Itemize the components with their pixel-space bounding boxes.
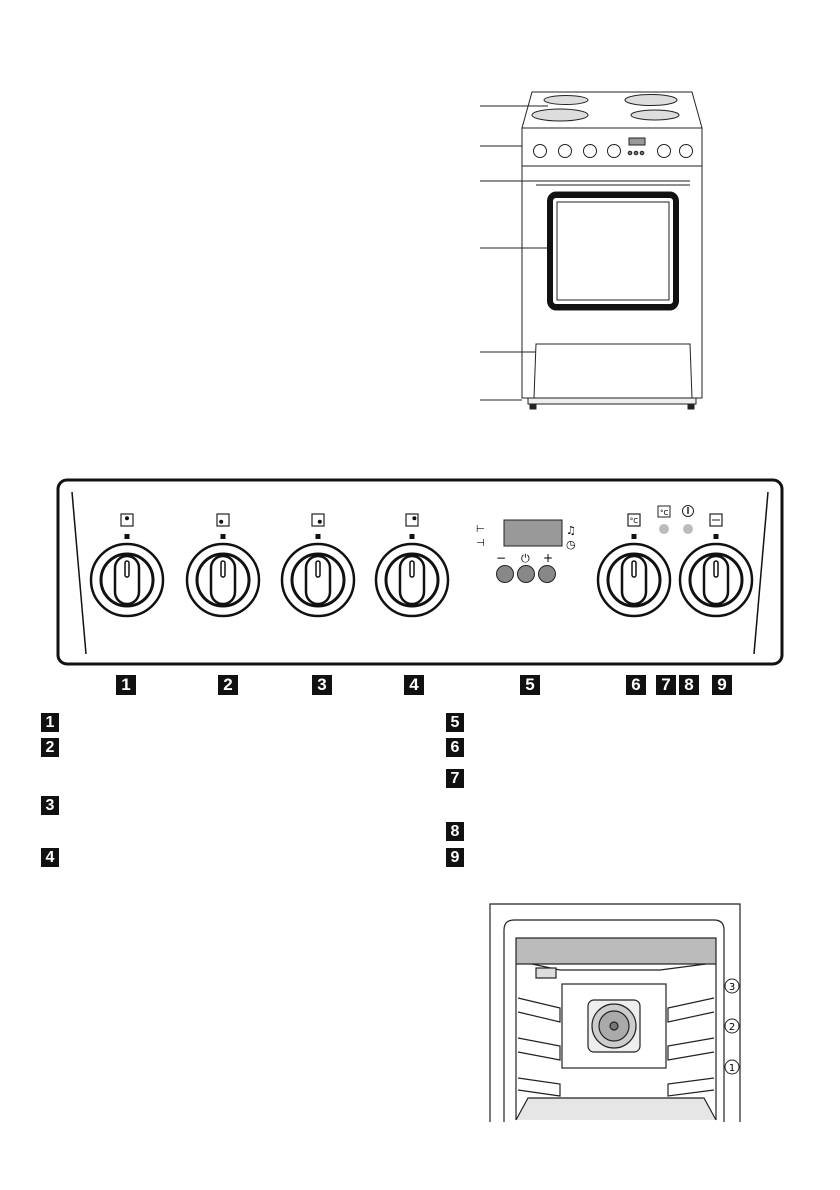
panel-label-2: 2: [218, 675, 238, 695]
knob-marker: [631, 534, 637, 539]
panel-label-3: 3: [312, 675, 332, 695]
power-lamp: [683, 524, 693, 534]
timer-duration-icon: ⊢: [476, 524, 485, 535]
hob-zone-4-knob-pointer: [409, 560, 415, 578]
panel-label-7: 7: [656, 675, 676, 695]
control-strip: [521, 127, 703, 167]
cooker-front-view: [480, 91, 703, 410]
shelf-level-1-marker: [724, 1059, 740, 1075]
svg-text:°C: °C: [660, 509, 669, 517]
panel-label-6: 6: [626, 675, 646, 695]
legend-left-4: 4: [41, 848, 59, 867]
panel-label-1: 1: [116, 675, 136, 695]
legend-right-6: 6: [446, 738, 464, 757]
clock-icon: ◷: [566, 538, 576, 551]
shelf-level-3-marker: [724, 978, 740, 994]
control-panel: °C ⊢ ⊣ ♫ ◷ − ⏻ + °C: [56, 478, 784, 666]
shelf-level-2-label: 2: [729, 1022, 735, 1033]
oven-function-knob-pointer: [713, 560, 719, 578]
timer-plus-button[interactable]: [538, 565, 556, 583]
hob-zone-1-knob-pointer: [124, 560, 130, 578]
knob-marker: [315, 534, 321, 539]
hob-zone-3-icon: [311, 513, 325, 527]
shelf-level-1-label: 1: [729, 1063, 735, 1074]
panel-label-9: 9: [712, 675, 732, 695]
knob-marker: [124, 534, 130, 539]
timer-clock-button[interactable]: [517, 565, 535, 583]
thermostat-indicator-icon: [657, 505, 671, 518]
oven-interior-view: 3 2 1: [489, 903, 741, 1122]
thermostat-knob-grip: [620, 554, 648, 606]
thermostat-lamp: [659, 524, 669, 534]
timer-clock-label: ⏻: [521, 552, 530, 565]
hob-zone-1-knob-grip: [113, 554, 141, 606]
legend-left-1: 1: [41, 713, 59, 732]
hob-zone-4-icon-dot: [412, 516, 417, 521]
knob-marker: [713, 534, 719, 539]
alarm-bell-icon: ♫: [566, 524, 576, 537]
timer-minus-button[interactable]: [496, 565, 514, 583]
hob-zone-2-knob-pointer: [220, 560, 226, 578]
thermostat-knob-pointer: [631, 560, 637, 578]
shelf-level-3-label: 3: [729, 982, 735, 993]
hob-zone-2-knob-grip: [209, 554, 237, 606]
hob-plate: [531, 108, 589, 122]
drawer: [533, 343, 693, 399]
oven-function-knob-grip: [702, 554, 730, 606]
thermostat-icon: [627, 513, 641, 527]
timer-plus-label: +: [543, 551, 553, 565]
hob-plate: [624, 94, 678, 106]
panel-label-5: 5: [520, 675, 540, 695]
hob-plate: [630, 109, 680, 121]
hob-zone-1-icon-dot: [125, 516, 129, 521]
knob-marker: [409, 534, 415, 539]
legend-right-7: 7: [446, 769, 464, 788]
legend-right-9: 9: [446, 848, 464, 867]
hob-zone-3-knob-pointer: [315, 560, 321, 578]
hob-zone-4-knob-grip: [398, 554, 426, 606]
hob-zone-3-knob-grip: [304, 554, 332, 606]
panel-label-4: 4: [404, 675, 424, 695]
oven-outer-frame: [489, 903, 741, 1122]
panel-label-8: 8: [679, 675, 699, 695]
timer-end-icon: ⊣: [476, 538, 485, 549]
knob-marker: [220, 534, 226, 539]
legend-right-8: 8: [446, 822, 464, 841]
legend-right-5: 5: [446, 713, 464, 732]
legend-left-2: 2: [41, 738, 59, 757]
thermostat-symbol: °C: [630, 517, 639, 525]
timer-display: [503, 519, 563, 547]
hob-zone-2-icon: [216, 513, 230, 527]
legend-left-3: 3: [41, 796, 59, 815]
timer-minus-label: −: [496, 551, 506, 565]
shelf-level-2-marker: [724, 1018, 740, 1034]
hob-plate: [543, 95, 589, 105]
hob-zone-4-icon: [405, 513, 419, 527]
hob-zone-2-icon-dot: [219, 519, 224, 524]
hob-zone-3-icon-dot: [317, 519, 322, 524]
